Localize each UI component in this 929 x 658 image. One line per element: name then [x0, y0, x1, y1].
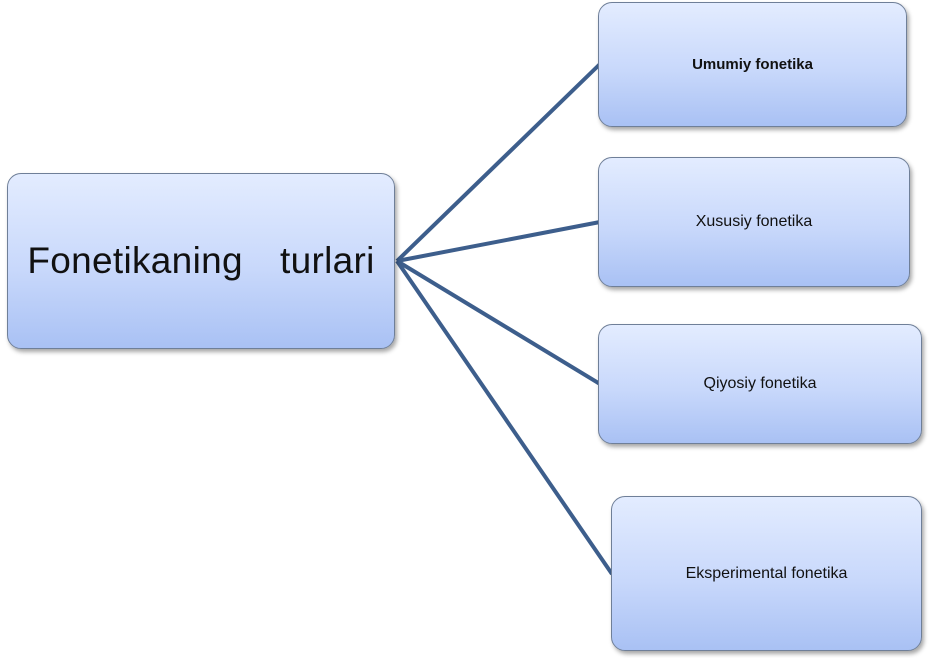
connector-qiyosiy [395, 259, 602, 386]
child-node-qiyosiy-fonetika: Qiyosiy fonetika [598, 324, 922, 444]
root-node-label: Fonetikaning turlari [27, 240, 375, 281]
root-node: Fonetikaning turlari [7, 173, 395, 349]
connector-xususiy [396, 220, 601, 263]
connector-eksperimental [395, 259, 614, 576]
connector-umumiy [395, 62, 602, 263]
child-node-label: Umumiy fonetika [692, 56, 813, 73]
child-node-eksperimental-fonetika: Eksperimental fonetika [611, 496, 922, 651]
child-node-xususiy-fonetika: Xususiy fonetika [598, 157, 910, 287]
child-node-label: Qiyosiy fonetika [703, 375, 817, 392]
child-node-label: Xususiy fonetika [695, 213, 813, 230]
child-node-label: Eksperimental fonetika [685, 564, 848, 582]
child-node-umumiy-fonetika: Umumiy fonetika [598, 2, 907, 127]
